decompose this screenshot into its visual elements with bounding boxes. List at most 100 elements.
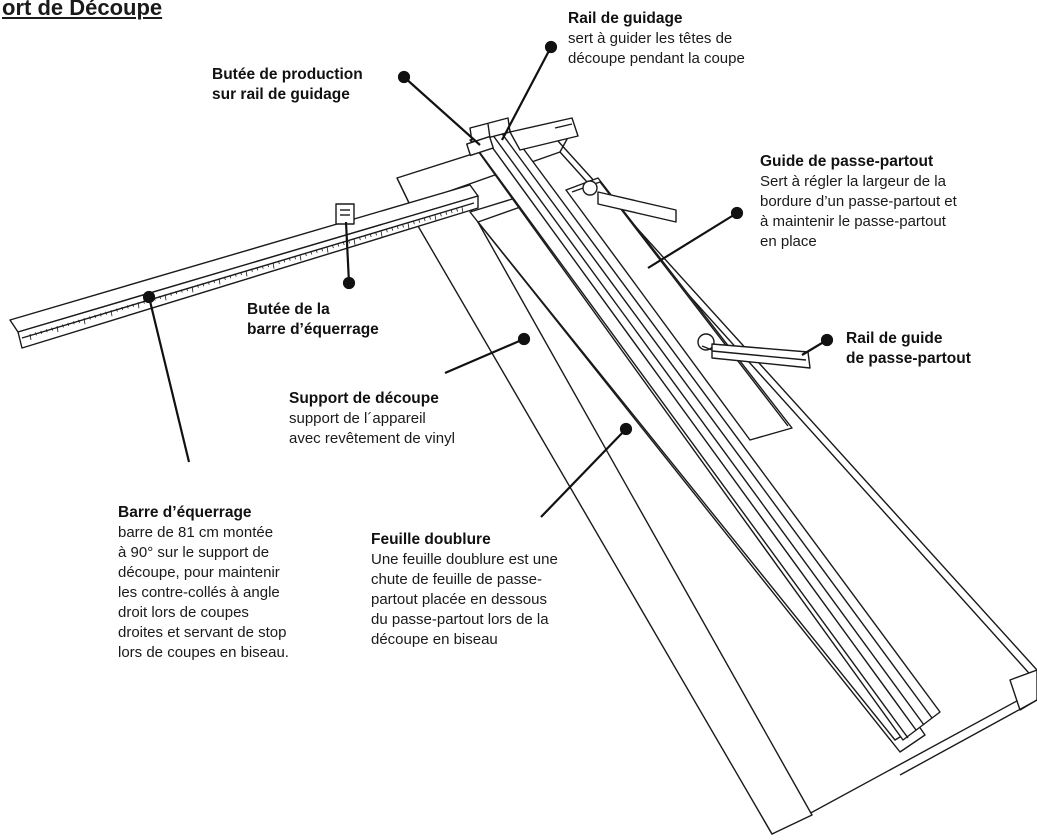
callout-line: découpe en biseau <box>371 631 498 648</box>
callout-line: découpe pendant la coupe <box>568 50 745 67</box>
ruler-tick <box>272 262 275 269</box>
ruler-tick <box>121 306 124 311</box>
ruler-tick <box>278 260 280 265</box>
mat-guide-rail-top <box>597 191 677 223</box>
ruler-tick <box>294 256 296 260</box>
callout-line: droit lors de coupes <box>118 604 249 621</box>
ruler-tick <box>251 268 253 273</box>
ruler-tick <box>197 284 199 288</box>
ruler-tick <box>342 241 345 246</box>
callout-butee-barre: Butée de la barre d’équerrage <box>247 300 379 340</box>
ruler-tick <box>440 213 442 217</box>
callout-butee-production: Butée de production sur rail de guidage <box>212 65 363 105</box>
ruler-tick <box>445 211 448 215</box>
callout-barre-equerrage: Barre d’équerrage barre de 81 cm montée … <box>118 503 289 663</box>
ruler-tick <box>434 214 437 222</box>
callout-title: Rail de guidage <box>568 10 683 27</box>
callout-line: chute de feuille de passe- <box>371 571 542 588</box>
callout-title: sur rail de guidage <box>212 86 350 103</box>
leader-support-decoupe <box>444 332 531 375</box>
ruler-tick <box>207 281 210 285</box>
ruler-tick <box>35 332 37 336</box>
callout-line: droites et servant de stop <box>118 624 287 641</box>
ruler-tick <box>240 271 242 276</box>
mat-guide-rail-bottom <box>711 343 811 369</box>
callout-title: barre d’équerrage <box>247 321 379 338</box>
ruler-tick <box>261 265 264 269</box>
ruler-tick <box>337 243 340 247</box>
callout-line: Une feuille doublure est une <box>371 551 558 568</box>
ruler-tick <box>67 322 70 327</box>
ruler-tick <box>137 302 140 309</box>
callout-line: sert à guider les têtes de <box>568 30 733 47</box>
ruler-tick <box>62 324 64 328</box>
ruler-tick <box>132 303 134 307</box>
callout-guide-passe-partout: Guide de passe-partout Sert à régler la … <box>760 152 957 252</box>
ruler-tick <box>283 259 286 263</box>
callout-line: bordure d’un passe-partout et <box>760 193 957 210</box>
ruler-tick <box>191 286 194 293</box>
callout-line: Sert à régler la largeur de la <box>760 173 946 190</box>
ruler-tick <box>321 248 323 252</box>
ruler-tick <box>380 230 383 237</box>
squaring-arm <box>9 184 479 349</box>
ruler-tick <box>461 206 464 214</box>
ruler-tick <box>423 217 426 222</box>
ruler-tick <box>164 294 167 301</box>
leader-feuille-doublure <box>540 422 633 518</box>
ruler-tick <box>51 327 53 331</box>
ruler-tick <box>110 310 113 317</box>
ruler-tick <box>348 240 350 244</box>
callout-title: Support de découpe <box>289 390 439 407</box>
callout-line: partout placée en dessous <box>371 591 547 608</box>
ruler-tick <box>267 264 269 268</box>
callout-line: lors de coupes en biseau. <box>118 644 289 661</box>
ruler-tick <box>213 279 215 284</box>
ruler-tick <box>224 276 226 280</box>
ruler-tick <box>375 232 377 236</box>
callout-title: Barre d’équerrage <box>118 504 252 521</box>
ruler-tick <box>99 313 102 317</box>
callout-rail-guide-passe-partout: Rail de guide de passe-partout <box>846 329 971 369</box>
ruler-tick <box>245 270 248 277</box>
ruler-tick <box>94 314 97 319</box>
ruler-tick <box>391 227 394 231</box>
leader-butee-production <box>397 70 481 146</box>
callout-line: découpe, pour maintenir <box>118 564 280 581</box>
ruler-tick <box>396 225 399 230</box>
rail-housing <box>509 117 579 151</box>
ruler-tick <box>72 321 75 325</box>
callout-title: Rail de guide <box>846 330 943 347</box>
ruler-tick <box>234 273 237 277</box>
ruler-tick <box>45 329 48 333</box>
ruler-tick <box>105 311 107 315</box>
callout-rail-guidage: Rail de guidage sert à guider les têtes … <box>568 9 745 69</box>
callout-line: support de l´appareil <box>289 410 426 427</box>
callout-title: de passe-partout <box>846 350 971 367</box>
callout-line: avec revêtement de vinyl <box>289 430 455 447</box>
ruler-tick <box>332 244 334 249</box>
callout-support-decoupe: Support de découpe support de l´appareil… <box>289 389 455 449</box>
ruler-tick <box>369 233 372 238</box>
leader-rail-guidage <box>501 40 558 141</box>
ruler-tick <box>364 235 367 239</box>
leader-barre-equerrage <box>142 290 191 463</box>
ruler-tick <box>315 249 318 253</box>
ruler-tick <box>126 305 129 309</box>
ruler-tick <box>402 224 404 228</box>
ruler-tick <box>450 210 453 214</box>
ruler-tick <box>407 222 410 229</box>
callout-line: les contre-collés à angle <box>118 584 280 601</box>
callout-title: Guide de passe-partout <box>760 153 934 170</box>
ruler-tick <box>288 257 291 261</box>
ruler-tick <box>143 300 145 304</box>
mat-guide <box>565 177 793 441</box>
ruler-tick <box>456 208 458 212</box>
ruler-tick <box>116 308 118 312</box>
callout-feuille-doublure: Feuille doublure Une feuille doublure es… <box>371 530 558 650</box>
squaring-arm-stop <box>335 203 355 225</box>
ruler-tick <box>429 216 431 220</box>
ruler-tick <box>180 289 183 293</box>
ruler-tick <box>310 251 313 255</box>
